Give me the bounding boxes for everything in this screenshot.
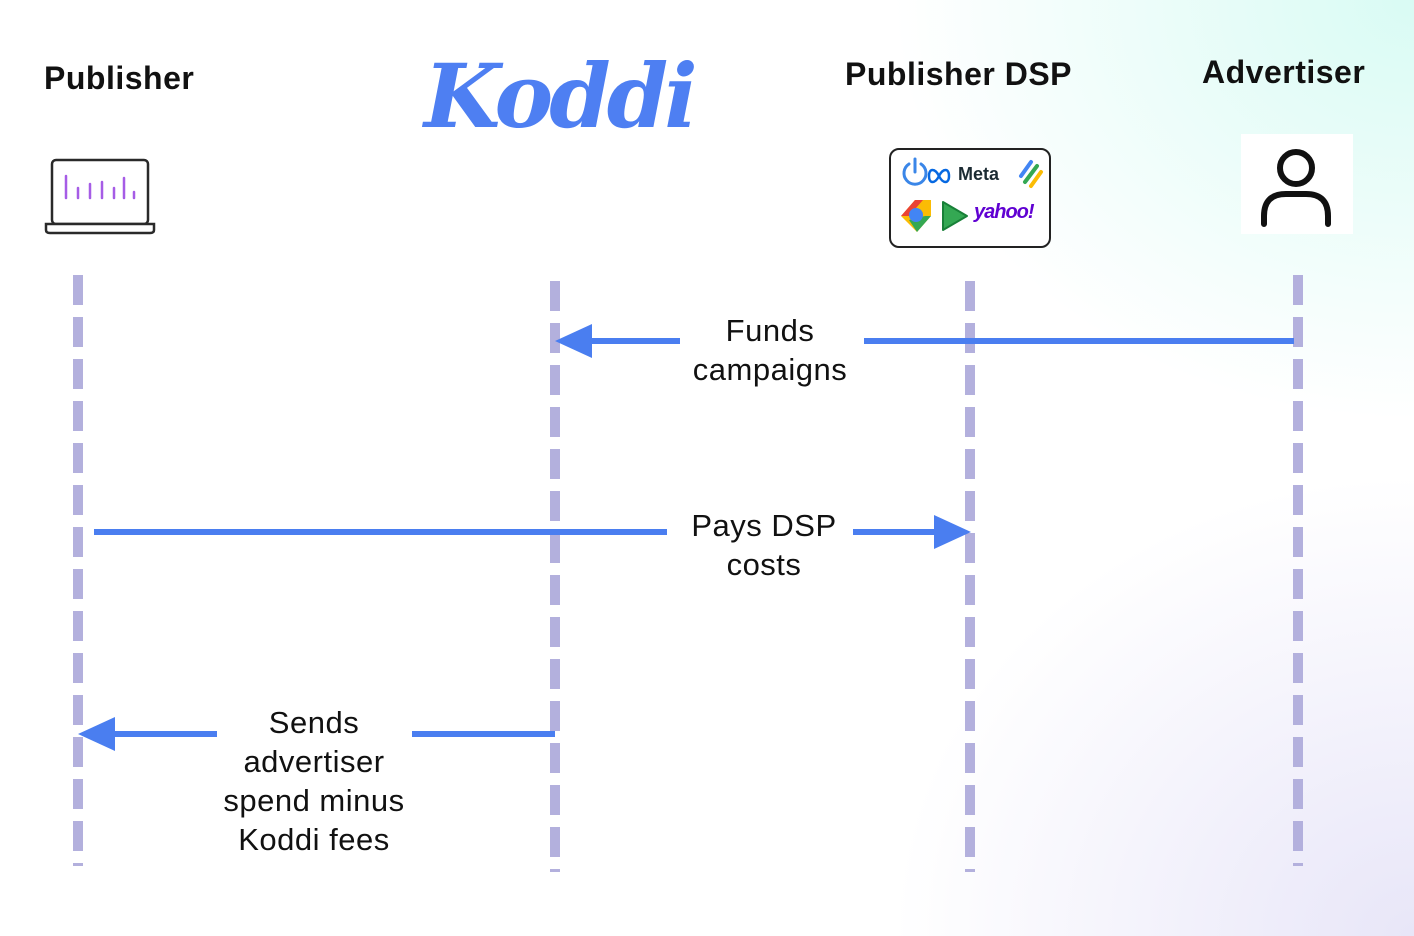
arrow-funds-campaigns: [555, 324, 1294, 358]
arrow-pays-dsp-costs: [94, 515, 971, 549]
koddi-logo: Koddi: [424, 44, 698, 148]
dsp-logo-icons: [901, 157, 1043, 232]
laptop-chart-icon: [44, 158, 156, 235]
msg-line: Funds: [725, 313, 815, 348]
stripes-icon: [1019, 160, 1043, 188]
msg-line: advertiser: [243, 744, 385, 779]
power-icon: [902, 157, 928, 186]
msg-line: costs: [726, 547, 802, 582]
msg-line: spend minus: [223, 783, 405, 818]
meta-icon: [927, 168, 951, 184]
publisher-dsp-title: Publisher DSP: [845, 56, 1072, 92]
advertiser-title: Advertiser: [1202, 54, 1366, 90]
play-icon: [942, 201, 968, 231]
google-tag-icon: [901, 200, 931, 232]
msg-line: Sends: [268, 705, 360, 740]
msg-sends-spend: Sends advertiser spend minus Koddi fees: [204, 703, 424, 859]
yahoo-label: yahoo!: [974, 201, 1035, 223]
meta-label: Meta: [958, 164, 1000, 184]
msg-line: Pays DSP: [691, 508, 837, 543]
arrow-sends-spend: [78, 717, 555, 751]
msg-funds-campaigns: Funds campaigns: [670, 311, 870, 389]
msg-line: campaigns: [692, 352, 848, 387]
msg-line: Koddi fees: [238, 822, 390, 857]
msg-pays-dsp-costs: Pays DSP costs: [664, 506, 864, 584]
user-icon: [1261, 149, 1331, 227]
publisher-title: Publisher: [44, 60, 195, 96]
